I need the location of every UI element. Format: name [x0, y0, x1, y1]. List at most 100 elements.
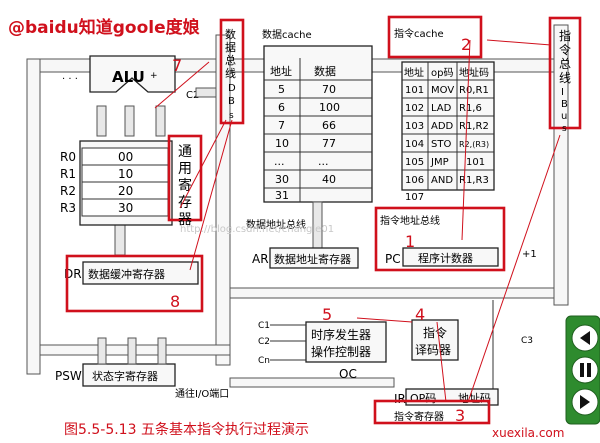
- reg-r3-value: 30: [118, 201, 133, 215]
- data-cache-col-data: 数据: [314, 64, 336, 78]
- data-cache-rows: 地址 数据 5 70 6 100 7 66 10 77 ... ... 30 4…: [264, 58, 372, 202]
- step-2: 2: [461, 35, 471, 54]
- instr-bus-char-2: 令: [559, 42, 571, 57]
- ar-short-label: AR: [252, 252, 269, 266]
- general-reg-char-1: 通: [178, 144, 192, 160]
- instruction-cache-table: [401, 61, 495, 191]
- io-port-label: 通往I/O端口: [175, 387, 229, 400]
- dr-label: 数据缓冲寄存器: [88, 267, 165, 281]
- reg-r2-value: 20: [118, 184, 133, 198]
- instr-bus-char-4: 线: [559, 71, 571, 85]
- highlight-dr: [65, 254, 204, 313]
- reg-r1-value: 10: [118, 167, 133, 181]
- general-reg-char-4: 存: [178, 195, 192, 211]
- dc-data-4: 77: [322, 137, 336, 150]
- reg-r3-name: R3: [60, 201, 76, 215]
- ic-operand-4: R2,(R3): [459, 140, 489, 149]
- cn-label: Cn: [258, 356, 270, 366]
- ic-addr-3: 103: [405, 121, 424, 132]
- instruction-decoder: [411, 319, 459, 361]
- left-bus: [26, 58, 41, 375]
- dc-addr-1: 5: [278, 83, 285, 96]
- step-arrow-to-alu: [154, 61, 210, 109]
- next-button[interactable]: [571, 388, 599, 416]
- data-buffer-register: [82, 261, 199, 285]
- step-8: 8: [170, 292, 180, 311]
- ic-operand-3: R1,R2: [459, 121, 489, 132]
- ic-op-1: MOV: [431, 85, 454, 96]
- pause-button[interactable]: [571, 356, 599, 384]
- oc-label: OC: [339, 367, 357, 381]
- ic-addr-4: 104: [405, 139, 424, 150]
- dc-addr-2: 6: [278, 101, 285, 114]
- psw-short-label: PSW: [55, 369, 82, 383]
- ic-op-2: LAD: [431, 103, 452, 114]
- dc-data-2: 100: [319, 101, 340, 114]
- ic-addr-1: 101: [405, 85, 424, 96]
- dc-data-1: 70: [322, 83, 336, 96]
- ic-addr-5: 105: [405, 157, 424, 168]
- ic-op-3: ADD: [431, 121, 454, 132]
- pc-label: 程序计数器: [418, 251, 473, 265]
- ir-addr-label: 地址码: [458, 391, 491, 405]
- dc-data-5: ...: [318, 155, 329, 168]
- next-icon: [580, 395, 590, 409]
- ellipsis-left: · · ·: [62, 74, 78, 85]
- previous-button[interactable]: [571, 324, 599, 352]
- instr-bus-char-7: u: [561, 111, 567, 122]
- highlight-ir: [373, 399, 491, 425]
- step-arrow-decoder-to-timing: [356, 317, 413, 323]
- instr-cache-title: 指令cache: [394, 27, 444, 40]
- c1-label: C1: [258, 321, 270, 331]
- alu-in-arrow-b: [124, 105, 135, 137]
- alu-in-arrow-a: [96, 105, 107, 137]
- ic-op-5: JMP: [430, 157, 449, 168]
- alu-out-arrow: [195, 87, 217, 98]
- c2-label: C2: [186, 90, 199, 101]
- data-bus-char-5: D: [228, 83, 236, 94]
- psw-arrow-a: [97, 337, 107, 365]
- data-addr-bus-label: 数据地址总线: [246, 218, 306, 231]
- data-bus-char-1: 数: [225, 28, 236, 41]
- ir-label: 指令寄存器: [394, 410, 444, 423]
- ic-op-4: STO: [431, 139, 451, 150]
- data-bus-char-3: 总: [225, 53, 236, 67]
- step-arrow-bus-to-dr: [189, 119, 233, 271]
- url-watermark: http://blog.csdn.net/changle01: [180, 224, 334, 235]
- data-cache-title: 数据cache: [262, 28, 312, 41]
- data-cache-table: [263, 45, 373, 203]
- ic-col-addr: 地址: [404, 66, 424, 79]
- reg-dr-arrow: [114, 224, 126, 256]
- data-bus-char-6: B: [228, 96, 235, 107]
- ic-operand-2: R1,6: [459, 103, 482, 114]
- highlight-instruction-cache: [387, 15, 483, 59]
- data-bus-char-2: 据: [225, 40, 236, 54]
- step-1: 1: [405, 232, 415, 251]
- highlight-instruction-bus: [548, 16, 582, 130]
- reg-r0-value: 00: [118, 150, 133, 164]
- ic-addr-2: 102: [405, 103, 424, 114]
- step-arrow-pc-to-cache: [461, 39, 471, 241]
- reg-r0-name: R0: [60, 150, 76, 164]
- program-counter: [402, 247, 499, 267]
- instr-bus-char-6: B: [561, 99, 568, 110]
- middle-bus: [229, 287, 555, 299]
- reg-r1-name: R1: [60, 167, 76, 181]
- dc-addr-3: 7: [278, 119, 285, 132]
- highlight-general-registers: [167, 134, 203, 222]
- highlight-pc: [374, 206, 506, 272]
- data-bus: [215, 34, 231, 366]
- alu-symbol: +: [150, 71, 158, 81]
- ic-op-6: AND: [431, 175, 453, 186]
- step-arrow-registers-to-bus: [179, 119, 227, 209]
- ic-col-op: op码: [431, 67, 453, 79]
- step-4: 4: [415, 305, 425, 324]
- instr-addr-bus-label: 指令地址总线: [380, 214, 440, 227]
- step-7: 7: [172, 56, 182, 75]
- step-arrow-cache-to-bus: [486, 39, 552, 46]
- data-cache-col-addr: 地址: [270, 64, 292, 78]
- psw-arrow-b: [127, 337, 137, 365]
- data-bus-char-7: s: [229, 111, 234, 121]
